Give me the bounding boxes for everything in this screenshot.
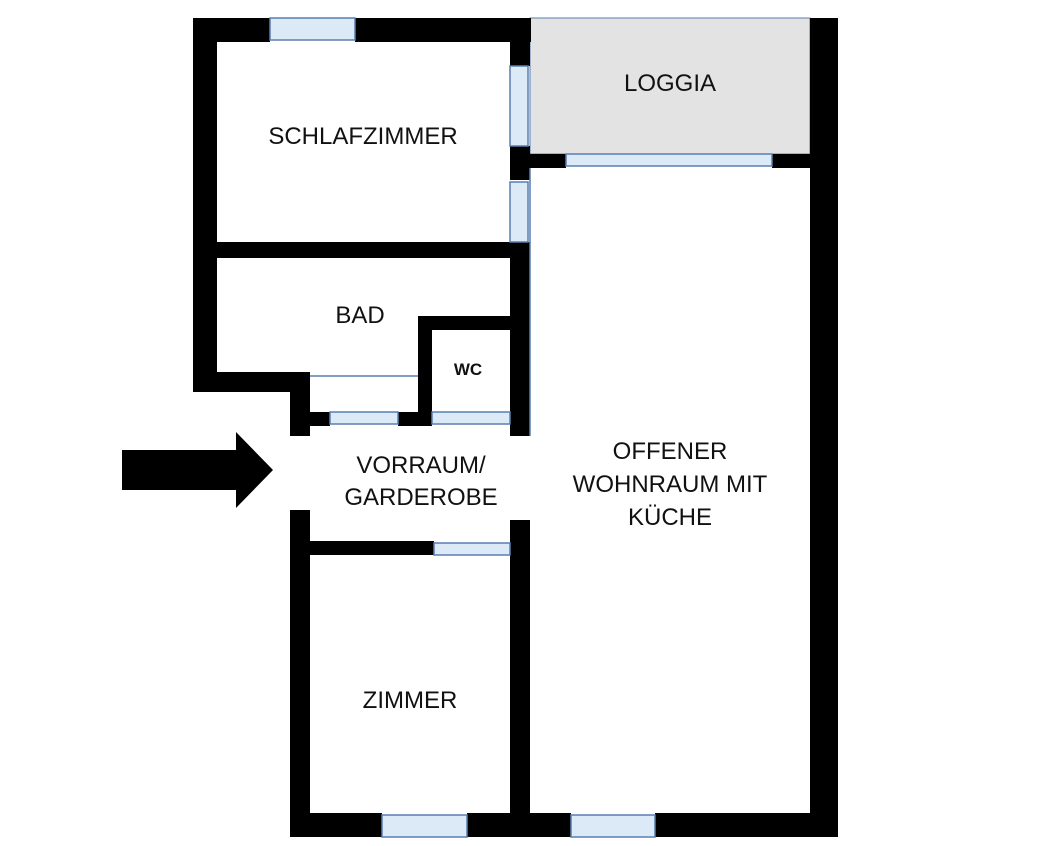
- windows: [269, 17, 773, 838]
- label-schlafzimmer: SCHLAFZIMMER: [268, 123, 458, 150]
- wall-zimmer-top: [310, 541, 434, 555]
- label-wc: WC: [453, 360, 483, 379]
- wall-loggia-right: [772, 154, 810, 168]
- label-vorraum: VORRAUM/ GARDEROBE: [316, 452, 526, 513]
- label-wohnraum-line3: KÜCHE: [627, 503, 712, 531]
- wall-wc-bottom-left: [398, 412, 432, 426]
- wall-step: [290, 372, 310, 436]
- wall-wc-top: [418, 316, 530, 330]
- window-bedroom-loggia: [509, 65, 529, 147]
- walls: [193, 18, 838, 837]
- thin-lines: [310, 168, 531, 436]
- loggia-area: [529, 17, 811, 155]
- wall-left-lower: [290, 510, 310, 837]
- label-bad: BAD: [335, 302, 385, 329]
- window-living-loggia: [565, 153, 773, 167]
- wall-right: [810, 18, 838, 837]
- label-wohnraum: OFFENER WOHNRAUM MIT KÜCHE: [540, 438, 800, 532]
- label-loggia: LOGGIA: [623, 70, 717, 97]
- label-zimmer: ZIMMER: [362, 687, 458, 714]
- wall-bath-bottom: [193, 372, 309, 392]
- label-wohnraum-line2: WOHNRAUM MIT: [572, 470, 768, 498]
- wall-top-right: [355, 18, 531, 42]
- wall-zimmer-right: [510, 520, 530, 813]
- wall-bottom-3: [655, 813, 838, 837]
- window-zimmer-door: [433, 542, 511, 556]
- window-living-loggia-side: [509, 181, 529, 243]
- wall-bedroom-right-top: [510, 18, 530, 66]
- label-vorraum-line1: VORRAUM/: [356, 452, 486, 479]
- window-bath-door: [329, 411, 399, 425]
- arrow-right-icon: [122, 432, 273, 508]
- wall-wc-left: [418, 316, 432, 426]
- label-wohnraum-line1: OFFENER: [612, 438, 728, 465]
- window-living-bottom: [570, 814, 656, 838]
- wall-loggia-left: [530, 154, 566, 168]
- window-zimmer-bottom: [381, 814, 468, 838]
- wall-bedroom-bath: [217, 242, 530, 258]
- wall-left-upper: [193, 18, 217, 392]
- label-vorraum-line2: GARDEROBE: [344, 483, 498, 511]
- wall-bottom-1: [290, 813, 382, 837]
- wall-bedroom-right-mid: [510, 146, 530, 180]
- wall-bottom-2: [467, 813, 571, 837]
- wall-step-ledge: [290, 412, 330, 426]
- window-bedroom-top: [269, 17, 356, 41]
- window-wc-door: [431, 411, 511, 425]
- wall-bath-right: [510, 242, 530, 436]
